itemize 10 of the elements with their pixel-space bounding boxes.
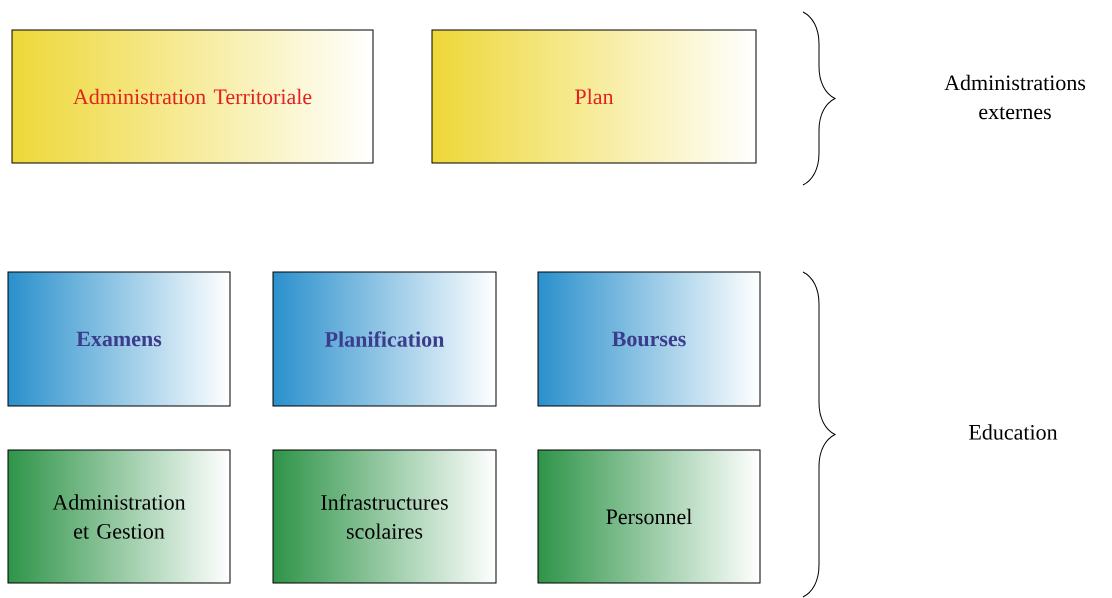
office-box: Administration Territoriale — [11, 29, 374, 164]
group-label: Education — [969, 424, 1058, 440]
service-box: Infrastructures scolaires — [272, 449, 497, 584]
service-box: Administration et Gestion — [7, 449, 231, 584]
service-box: Personnel — [537, 449, 761, 584]
service-box: Planification — [272, 271, 497, 407]
service-box: Examens — [7, 271, 231, 407]
group-label: Administrations externes — [944, 74, 1086, 120]
service-box: Bourses — [537, 271, 761, 407]
office-box: Plan — [431, 29, 757, 164]
